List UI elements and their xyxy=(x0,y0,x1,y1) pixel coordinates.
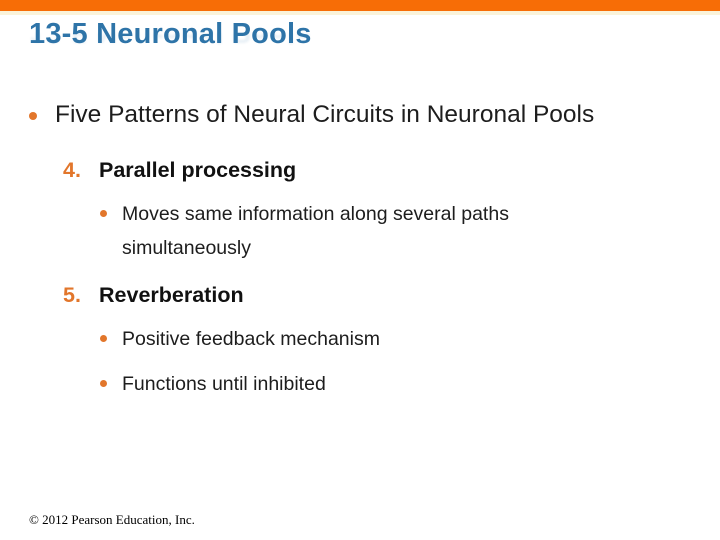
sub-bullet-text: Functions until inhibited xyxy=(122,373,326,395)
sub-bullet-text: Positive feedback mechanism xyxy=(122,328,380,350)
bullet-icon xyxy=(100,380,107,387)
sub-bullet-row: Positive feedback mechanism xyxy=(0,322,720,356)
item-heading: Parallel processing xyxy=(99,158,297,182)
sub-bullet-row: Moves same information along several pat… xyxy=(0,197,720,265)
bullet-icon xyxy=(100,210,107,217)
numbered-item-5: 5. Reverberation xyxy=(0,280,720,310)
sub-bullet-row: Functions until inhibited xyxy=(0,367,720,401)
sub-bullet-text: Moves same information along several pat… xyxy=(122,203,509,259)
bullet-icon xyxy=(100,335,107,342)
numbered-item-4: 4. Parallel processing xyxy=(0,155,720,185)
top-accent-strip xyxy=(0,11,720,15)
item-heading: Reverberation xyxy=(99,283,244,307)
bullet-icon xyxy=(29,112,37,120)
copyright-footer: © 2012 Pearson Education, Inc. xyxy=(29,512,195,527)
slide-title: 13-5 Neuronal Pools xyxy=(29,18,312,50)
item-number: 5. xyxy=(63,283,81,307)
main-bullet-text: Five Patterns of Neural Circuits in Neur… xyxy=(55,101,595,128)
top-accent-bar xyxy=(0,0,720,11)
main-bullet-row: Five Patterns of Neural Circuits in Neur… xyxy=(0,100,720,130)
item-number: 4. xyxy=(63,158,81,182)
